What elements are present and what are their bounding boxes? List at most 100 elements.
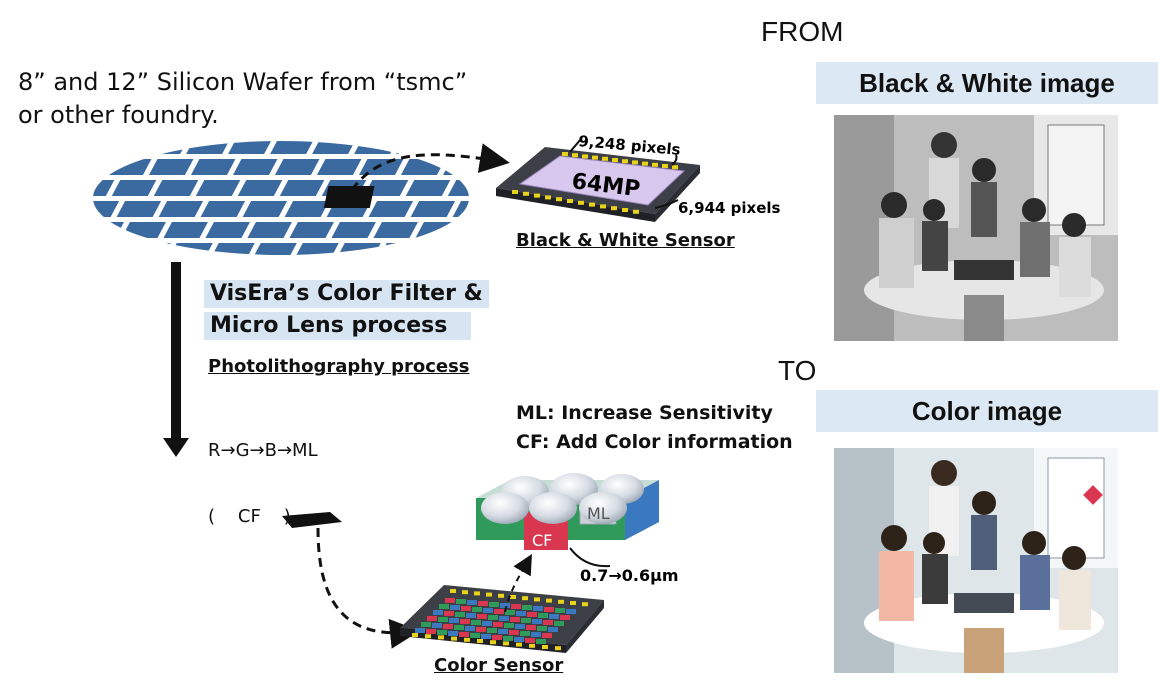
bw-photo <box>834 115 1118 341</box>
sensor-pad <box>486 592 492 597</box>
bw-sensor-chip <box>496 137 700 222</box>
color-filter-cell <box>510 617 520 622</box>
color-sensor-caption: Color Sensor <box>434 655 564 676</box>
sensor-pad <box>602 156 608 161</box>
color-image-header: Color image <box>816 390 1158 432</box>
wafer-die <box>148 159 194 175</box>
sensor-pad <box>512 190 518 194</box>
single-die <box>282 512 342 528</box>
sensor-pad <box>652 162 658 167</box>
wafer-die <box>396 141 441 154</box>
wafer-die <box>168 243 213 255</box>
sensor-pad <box>562 152 568 156</box>
sensor-pad <box>542 645 548 649</box>
wafer-die <box>18 138 63 154</box>
wafer-die <box>153 180 199 196</box>
color-filter-cell <box>500 603 510 608</box>
sensor-pad <box>450 589 456 593</box>
color-filter-cell <box>543 620 553 625</box>
wafer-die <box>210 243 255 255</box>
color-filter-cell <box>493 622 503 627</box>
wafer-die <box>93 222 124 238</box>
color-filter-cell <box>549 614 559 619</box>
color-photo <box>834 448 1118 673</box>
color-filter-cell <box>514 637 524 642</box>
cf-note: CF: Add Color information <box>516 431 793 453</box>
color-filter-cell <box>494 609 504 614</box>
color-filter-cell <box>450 605 460 610</box>
sensor-pad <box>546 598 552 603</box>
wafer-die <box>252 243 297 255</box>
sensor-pad <box>522 596 528 601</box>
wafer-die <box>37 222 82 238</box>
sensor-pad <box>438 635 444 640</box>
color-filter-cell <box>555 608 565 613</box>
sensor-pad <box>490 640 496 645</box>
color-filter-cell <box>509 630 519 635</box>
sensor-pad <box>534 193 540 198</box>
color-filter-cell <box>532 619 542 624</box>
color-filter-cell <box>470 633 480 638</box>
wafer-die <box>289 222 334 238</box>
sensor-pad <box>622 208 628 212</box>
process-sequence: R→G→B→ML ( CF ) <box>208 396 318 550</box>
color-filter-cell <box>505 610 515 615</box>
sensor-pad <box>477 639 483 643</box>
color-filter-cell <box>560 615 570 620</box>
color-filter-cell <box>482 621 492 626</box>
cf-block-label: CF <box>532 531 552 550</box>
filter-notes: ML: Increase Sensitivity CF: Add Color i… <box>516 399 793 457</box>
color-filter-cell <box>448 631 458 636</box>
sensor-pad <box>498 593 504 598</box>
wafer-die <box>442 159 469 175</box>
color-filter-cell <box>445 598 455 603</box>
color-filter-cell <box>454 625 464 630</box>
from-label: FROM <box>761 16 844 47</box>
visera-process-line-2: Micro Lens process <box>204 312 471 340</box>
color-filter-cell <box>437 630 447 635</box>
sensor-pad <box>672 165 678 170</box>
selected-die <box>323 186 375 208</box>
ml-note: ML: Increase Sensitivity <box>516 402 773 424</box>
sensor-pad <box>582 602 588 607</box>
color-filter-cell <box>460 619 470 624</box>
sensor-pad <box>642 161 648 166</box>
ml-block-label: ML <box>587 504 610 523</box>
sensor-pad <box>592 155 598 160</box>
wafer-die <box>42 243 87 259</box>
wafer-die <box>93 141 105 154</box>
color-filter-cell <box>439 604 449 609</box>
sensor-pad <box>412 633 418 637</box>
sensor-pad <box>451 636 457 641</box>
wafer-die <box>205 222 250 238</box>
color-filter-cell <box>426 629 436 634</box>
sensor-pad <box>523 191 529 196</box>
pixel-size-label: 0.7→0.6μm <box>580 566 679 585</box>
color-filter-cell <box>488 615 498 620</box>
color-filter-cell <box>444 611 454 616</box>
wafer-die <box>126 243 171 255</box>
wafer-die <box>405 180 451 196</box>
color-filter-cell <box>455 612 465 617</box>
sequence-subline: ( CF ) <box>208 506 291 527</box>
process-down-arrow <box>163 262 189 457</box>
color-filter-cell <box>433 610 443 615</box>
wafer-die <box>237 180 283 196</box>
color-photo-illustration <box>834 448 1118 673</box>
sensor-pad <box>474 591 480 596</box>
color-filter-cell <box>499 616 509 621</box>
color-filter-cell <box>504 623 514 628</box>
color-filter-cell <box>538 613 548 618</box>
wafer-die <box>247 222 292 238</box>
wafer-die <box>28 180 73 196</box>
wafer-die <box>368 201 414 217</box>
wafer-die <box>316 159 362 175</box>
color-filter-cell <box>467 600 477 605</box>
wafer-die <box>116 201 162 217</box>
color-filter-cell <box>466 613 476 618</box>
wafer-die <box>242 201 288 217</box>
color-sensor-chip <box>400 585 604 653</box>
wafer-die <box>93 159 110 175</box>
wafer-die <box>163 222 208 238</box>
